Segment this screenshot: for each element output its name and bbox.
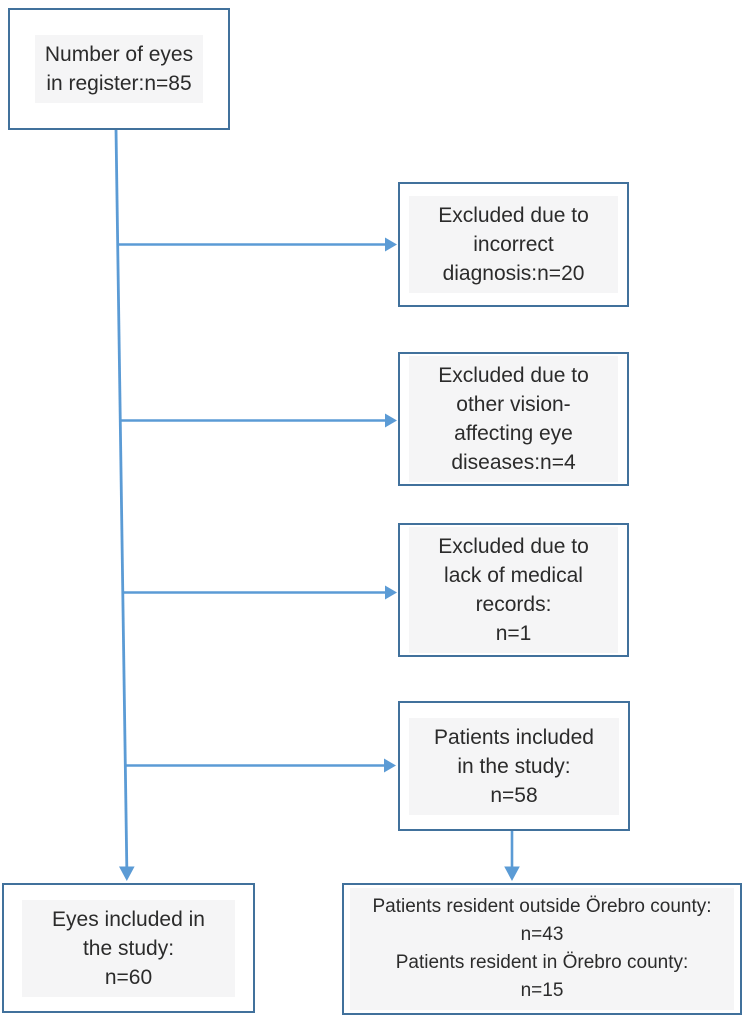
box-excluded-incorrect-diagnosis: Excluded due to incorrect diagnosis:n=20 bbox=[398, 182, 629, 307]
arrowhead-excl-diagnosis bbox=[385, 237, 397, 252]
box-excluded-incorrect-diagnosis-text: Excluded due to incorrect diagnosis:n=20 bbox=[409, 196, 618, 293]
box-register: Number of eyes in register:n=85 bbox=[8, 8, 230, 130]
arrowhead-eyes-included bbox=[119, 866, 135, 881]
box-excluded-missing-records: Excluded due to lack of medical records:… bbox=[398, 523, 629, 657]
connector-trunk bbox=[114, 128, 129, 868]
arrowhead-patients-included bbox=[384, 758, 396, 773]
box-register-text: Number of eyes in register:n=85 bbox=[34, 35, 204, 103]
box-excluded-other-diseases-text: Excluded due to other vision- affecting … bbox=[409, 356, 618, 482]
box-patients-included: Patients included in the study: n=58 bbox=[398, 701, 630, 831]
arrowhead-residency bbox=[504, 866, 520, 881]
box-excluded-missing-records-text: Excluded due to lack of medical records:… bbox=[409, 527, 618, 653]
arrowhead-excl-records bbox=[385, 585, 397, 600]
box-residency: Patients resident outside Örebro county:… bbox=[342, 883, 742, 1015]
box-eyes-included-text: Eyes included in the study: n=60 bbox=[22, 899, 235, 997]
box-patients-included-text: Patients included in the study: n=58 bbox=[409, 717, 619, 815]
box-residency-text: Patients resident outside Örebro county:… bbox=[350, 888, 734, 1010]
arrowhead-excl-other bbox=[385, 413, 397, 428]
box-eyes-included: Eyes included in the study: n=60 bbox=[2, 883, 255, 1013]
box-excluded-other-diseases: Excluded due to other vision- affecting … bbox=[398, 352, 629, 486]
